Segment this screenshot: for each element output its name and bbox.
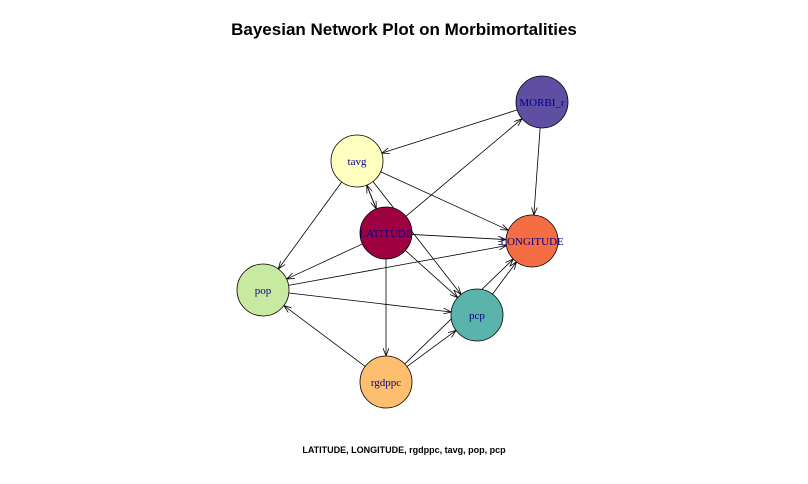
plot-title: Bayesian Network Plot on Morbimortalitie…	[231, 20, 577, 39]
node-longitude: LONGITUDE	[500, 214, 564, 268]
edge-pop-to-pcp	[288, 292, 451, 312]
node-circle-latitude	[359, 206, 413, 260]
edge-latitude-to-pcp	[405, 250, 457, 297]
node-circle-pop	[236, 263, 290, 317]
plot-caption: LATITUDE, LONGITUDE, rgdppc, tavg, pop, …	[302, 445, 506, 455]
node-pcp: pcp	[450, 288, 504, 342]
node-morbi: MORBI_r	[515, 75, 569, 129]
edge-tavg-to-pop	[278, 181, 343, 269]
node-latitude: LATITUDE	[359, 206, 413, 260]
node-label-longitude: LONGITUDE	[500, 236, 564, 248]
edge-latitude-to-pop	[287, 243, 363, 279]
node-label-morbi: MORBI_r	[519, 97, 565, 109]
edge-rgdppc-to-pcp	[406, 330, 456, 367]
edge-pop-to-longitude	[288, 246, 507, 286]
node-label-rgdppc: rgdppc	[371, 377, 401, 389]
edge-rgdppc-to-pop	[284, 306, 366, 367]
node-label-latitude: LATITUDE	[359, 228, 412, 240]
node-pop: pop	[236, 263, 290, 317]
node-circle-rgdppc	[359, 355, 413, 409]
node-label-tavg: tavg	[348, 156, 367, 168]
edge-latitude-to-longitude	[411, 234, 506, 239]
edge-morbi-to-longitude	[534, 127, 541, 215]
node-tavg: tavg	[330, 134, 384, 188]
node-circle-morbi	[515, 75, 569, 129]
edge-tavg-to-pcp	[372, 181, 461, 295]
edge-latitude-to-morbi	[405, 119, 522, 217]
edge-tavg-to-longitude	[380, 171, 509, 230]
node-circle-longitude	[505, 214, 559, 268]
node-label-pop: pop	[255, 285, 272, 297]
node-circle-pcp	[450, 288, 504, 342]
edge-tavg-to-latitude	[366, 184, 377, 209]
edge-pcp-to-longitude	[492, 262, 517, 295]
node-label-pcp: pcp	[469, 310, 485, 322]
edge-morbi-to-tavg	[382, 109, 518, 153]
node-rgdppc: rgdppc	[359, 355, 413, 409]
node-circle-tavg	[330, 134, 384, 188]
